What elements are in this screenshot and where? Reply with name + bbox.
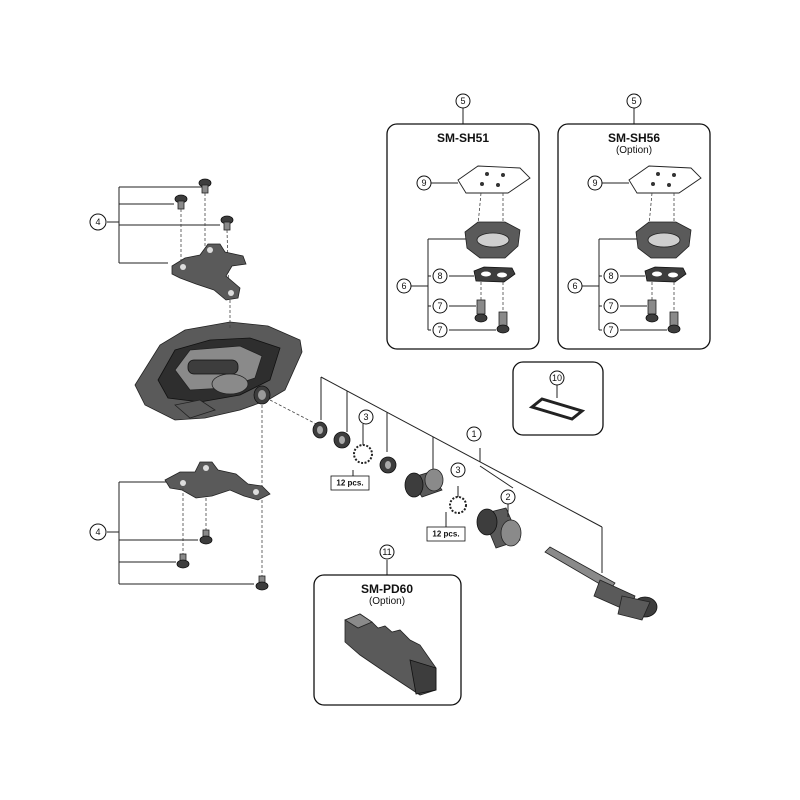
svg-text:4: 4 bbox=[95, 217, 100, 227]
item-10-box bbox=[512, 361, 604, 436]
callout-5: 5 bbox=[626, 93, 642, 109]
svg-text:4: 4 bbox=[95, 527, 100, 537]
svg-text:7: 7 bbox=[608, 325, 613, 335]
svg-text:3: 3 bbox=[455, 465, 460, 475]
callout-3: 3 bbox=[358, 409, 374, 425]
cleat-fixing-bolt bbox=[667, 311, 681, 334]
svg-text:2: 2 bbox=[505, 492, 510, 502]
cleat-fixing-bolt bbox=[474, 299, 488, 323]
svg-text:7: 7 bbox=[437, 301, 442, 311]
retainer-bolt bbox=[198, 178, 212, 194]
retainer-bolt bbox=[255, 575, 269, 591]
callout-7: 7 bbox=[432, 322, 448, 338]
svg-text:5: 5 bbox=[460, 96, 465, 106]
svg-text:7: 7 bbox=[437, 325, 442, 335]
callout-8: 8 bbox=[603, 268, 619, 284]
svg-text:5: 5 bbox=[631, 96, 636, 106]
sm-sh56-cleat-set: SM-SH56 (Option) bbox=[557, 108, 711, 350]
lower-retainer-plate bbox=[164, 461, 271, 501]
callout-2: 2 bbox=[500, 489, 516, 505]
sm-sh51-title: SM-SH51 bbox=[437, 131, 489, 145]
upper-retainer-assembly bbox=[107, 178, 247, 301]
svg-text:10: 10 bbox=[552, 373, 562, 383]
reflector bbox=[528, 397, 586, 421]
callout-11: 11 bbox=[379, 544, 395, 560]
retainer-bolt bbox=[176, 553, 190, 569]
cleat-plate bbox=[628, 165, 702, 194]
callout-4: 4 bbox=[89, 213, 107, 231]
callout-1: 1 bbox=[466, 426, 482, 442]
svg-text:8: 8 bbox=[437, 271, 442, 281]
quantity-label-upper: 12 pcs. bbox=[330, 470, 370, 491]
callout-7: 7 bbox=[603, 322, 619, 338]
cleat-fixing-bolt bbox=[645, 299, 659, 323]
item-10-reflector-set bbox=[512, 361, 604, 436]
cleat-fixing-bolt bbox=[496, 311, 510, 334]
axle-sleeve bbox=[404, 468, 444, 498]
callout-numbers: 5 5 9 9 6 6 8 8 7 7 7 7 10 4 4 3 3 1 2 1… bbox=[89, 93, 642, 560]
callout-7: 7 bbox=[432, 298, 448, 314]
svg-text:6: 6 bbox=[572, 281, 577, 291]
svg-text:7: 7 bbox=[608, 301, 613, 311]
svg-text:11: 11 bbox=[382, 547, 391, 557]
axle-assembly: 12 pcs. 12 pcs. bbox=[269, 376, 658, 621]
pedal-body bbox=[134, 321, 303, 421]
sm-sh56-title: SM-SH56 bbox=[608, 131, 660, 145]
callout-10: 10 bbox=[549, 370, 565, 386]
cleat-nut bbox=[473, 266, 516, 283]
callout-6: 6 bbox=[396, 278, 412, 294]
sm-pd60-title: SM-PD60 bbox=[361, 582, 413, 596]
callout-5: 5 bbox=[455, 93, 471, 109]
callout-3: 3 bbox=[450, 462, 466, 478]
cleat-nut bbox=[644, 266, 687, 283]
svg-text:9: 9 bbox=[592, 178, 597, 188]
sm-sh51-cleat-set: SM-SH51 bbox=[386, 108, 540, 350]
svg-text:1: 1 bbox=[471, 429, 476, 439]
svg-text:12 pcs.: 12 pcs. bbox=[336, 479, 363, 488]
spindle bbox=[544, 546, 658, 621]
callout-4: 4 bbox=[89, 523, 107, 541]
svg-text:3: 3 bbox=[363, 412, 368, 422]
steel-ball-ring bbox=[449, 496, 467, 514]
callout-9: 9 bbox=[416, 175, 432, 191]
callout-6: 6 bbox=[567, 278, 583, 294]
sm-pd60-subtitle: (Option) bbox=[369, 596, 405, 607]
svg-text:9: 9 bbox=[421, 178, 426, 188]
retainer-bolt bbox=[174, 194, 188, 210]
callout-7: 7 bbox=[603, 298, 619, 314]
lower-retainer-assembly bbox=[107, 461, 271, 591]
cone-lock-nut-unit bbox=[476, 507, 522, 549]
retainer-bolt bbox=[220, 215, 234, 231]
svg-text:12 pcs.: 12 pcs. bbox=[432, 530, 459, 539]
svg-text:6: 6 bbox=[401, 281, 406, 291]
quantity-label-lower: 12 pcs. bbox=[426, 512, 466, 542]
upper-retainer-plate bbox=[171, 243, 247, 301]
cleat-plate bbox=[457, 165, 531, 194]
callout-9: 9 bbox=[587, 175, 603, 191]
svg-text:8: 8 bbox=[608, 271, 613, 281]
callout-8: 8 bbox=[432, 268, 448, 284]
sm-pd60-adapter: SM-PD60 (Option) bbox=[313, 560, 462, 706]
sm-sh56-subtitle: (Option) bbox=[616, 145, 652, 156]
retainer-bolt bbox=[199, 529, 213, 545]
steel-ball-ring bbox=[353, 444, 373, 464]
